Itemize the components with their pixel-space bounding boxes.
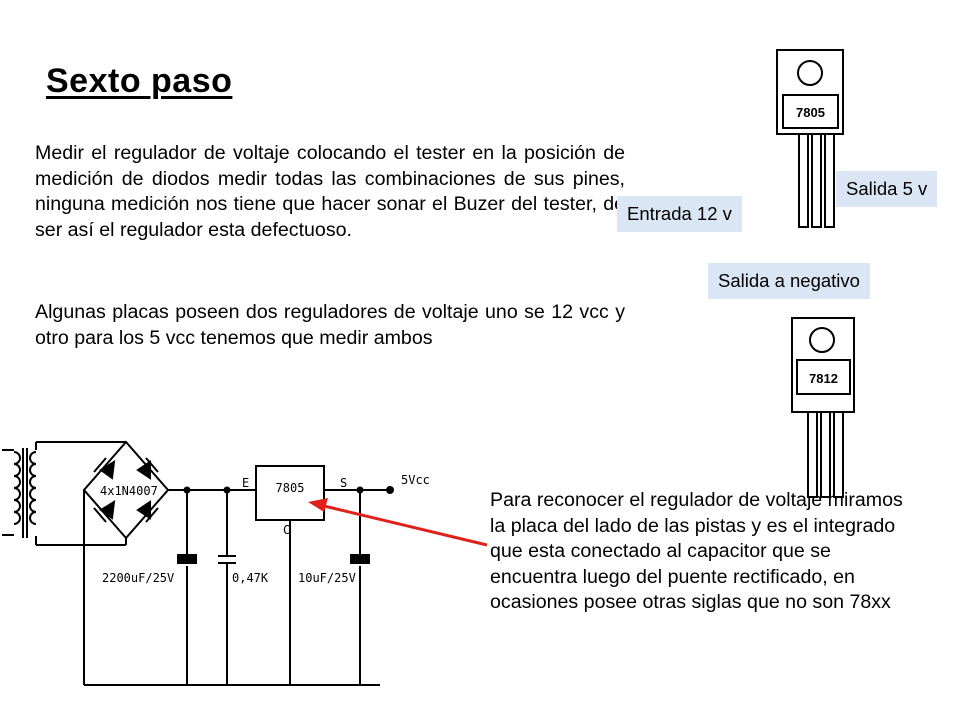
bridge-label: 4x1N4007 — [100, 484, 158, 498]
regulator-pin-gnd — [811, 133, 822, 228]
regulator-pin-in — [798, 133, 809, 228]
label-salida-negativo: Salida a negativo — [708, 263, 870, 299]
pin-e-label: E — [242, 476, 249, 490]
schematic-regulator-label: 7805 — [276, 481, 305, 495]
schematic-labels: 4x1N4007 7805 E S C 5Vcc 2200uF/25V 0,47… — [100, 473, 430, 585]
regulator-body — [782, 94, 839, 129]
chip-label-top: 7805 — [796, 105, 825, 120]
instructions-paragraph-2: Algunas placas poseen dos reguladores de… — [35, 301, 625, 349]
mounting-hole — [797, 60, 823, 86]
label-entrada-12v: Entrada 12 v — [617, 196, 742, 232]
mounting-hole — [809, 327, 835, 353]
pin-c-label: C — [283, 523, 290, 537]
instructions-paragraph-1: Medir el regulador de voltaje colocando … — [35, 142, 625, 241]
regulator-body — [796, 359, 851, 395]
vout-label: 5Vcc — [401, 473, 430, 487]
transformer-symbol — [2, 441, 126, 546]
instructions-paragraph-3: Para reconocer el regulador de voltaje m… — [490, 489, 903, 613]
bridge-rectifier — [82, 440, 170, 545]
pin-s-label: S — [340, 476, 347, 490]
cap1-label: 2200uF/25V — [102, 571, 174, 585]
regulator-7805-package: 7805 — [776, 49, 844, 228]
pointer-arrow — [308, 498, 488, 547]
regulator-pin-out — [824, 133, 835, 228]
cap3-label: 10uF/25V — [298, 571, 356, 585]
regulator-pin-gnd — [820, 411, 831, 498]
label-salida-5v: Salida 5 v — [836, 171, 938, 207]
chip-label-bottom: 7812 — [809, 371, 838, 386]
circuit-schematic — [2, 440, 394, 686]
regulator-7812-package: 7812 — [791, 317, 855, 498]
cap2-label: 0,47K — [232, 571, 269, 585]
regulator-pin-in — [807, 411, 818, 498]
regulator-pin-out — [833, 411, 844, 498]
page-title: Sexto paso — [46, 62, 233, 100]
